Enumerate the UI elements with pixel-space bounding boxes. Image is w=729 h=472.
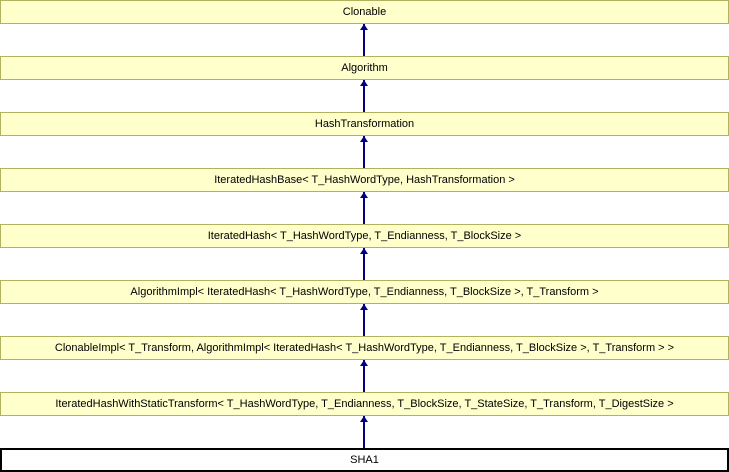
inheritance-arrow — [360, 248, 368, 280]
class-node-iteratedhashwithstatictransform[interactable]: IteratedHashWithStaticTransform< T_HashW… — [0, 392, 729, 416]
class-node-clonableimpl[interactable]: ClonableImpl< T_Transform, AlgorithmImpl… — [0, 336, 729, 360]
class-node-clonable[interactable]: Clonable — [0, 0, 729, 24]
inheritance-arrow — [360, 80, 368, 112]
class-node-sha1: SHA1 — [0, 448, 729, 472]
inheritance-arrow — [360, 192, 368, 224]
inheritance-arrow — [360, 24, 368, 56]
inheritance-arrow — [360, 416, 368, 448]
class-node-algorithm[interactable]: Algorithm — [0, 56, 729, 80]
inheritance-arrow — [360, 304, 368, 336]
class-node-hashtransformation[interactable]: HashTransformation — [0, 112, 729, 136]
class-node-iteratedhash[interactable]: IteratedHash< T_HashWordType, T_Endianne… — [0, 224, 729, 248]
class-node-iteratedhashbase[interactable]: IteratedHashBase< T_HashWordType, HashTr… — [0, 168, 729, 192]
inheritance-arrow — [360, 136, 368, 168]
inheritance-arrow — [360, 360, 368, 392]
class-node-algorithmimpl[interactable]: AlgorithmImpl< IteratedHash< T_HashWordT… — [0, 280, 729, 304]
